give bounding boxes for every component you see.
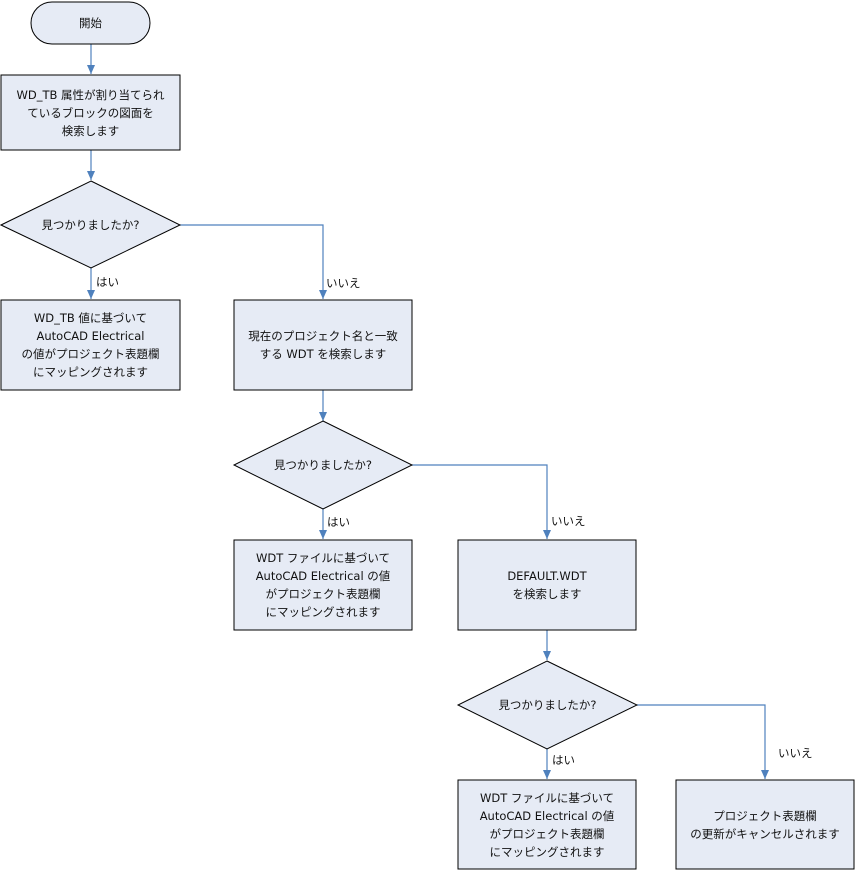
yes-label-2: はい xyxy=(327,515,350,529)
connector-decision1-no xyxy=(180,224,327,299)
process-map-wd-tb xyxy=(0,299,181,391)
process-search-wd-tb xyxy=(0,74,181,151)
no-label-3: いいえ xyxy=(778,746,813,760)
process-search-default xyxy=(457,539,637,631)
decision-found-2 xyxy=(232,420,414,510)
no-label-1: いいえ xyxy=(326,276,361,290)
connector-decision3-no xyxy=(637,704,769,779)
no-label-2: いいえ xyxy=(551,514,586,528)
yes-label-3: はい xyxy=(552,753,575,767)
decision-found-1 xyxy=(0,180,182,269)
start-terminator xyxy=(30,1,151,45)
process-map-wdt-1 xyxy=(233,539,413,631)
decision-found-3 xyxy=(456,660,639,750)
connector-decision2-no xyxy=(412,464,551,539)
process-search-wdt xyxy=(233,299,413,391)
yes-label-1: はい xyxy=(96,275,119,289)
process-map-wdt-2 xyxy=(457,779,637,870)
process-cancel xyxy=(675,779,855,870)
